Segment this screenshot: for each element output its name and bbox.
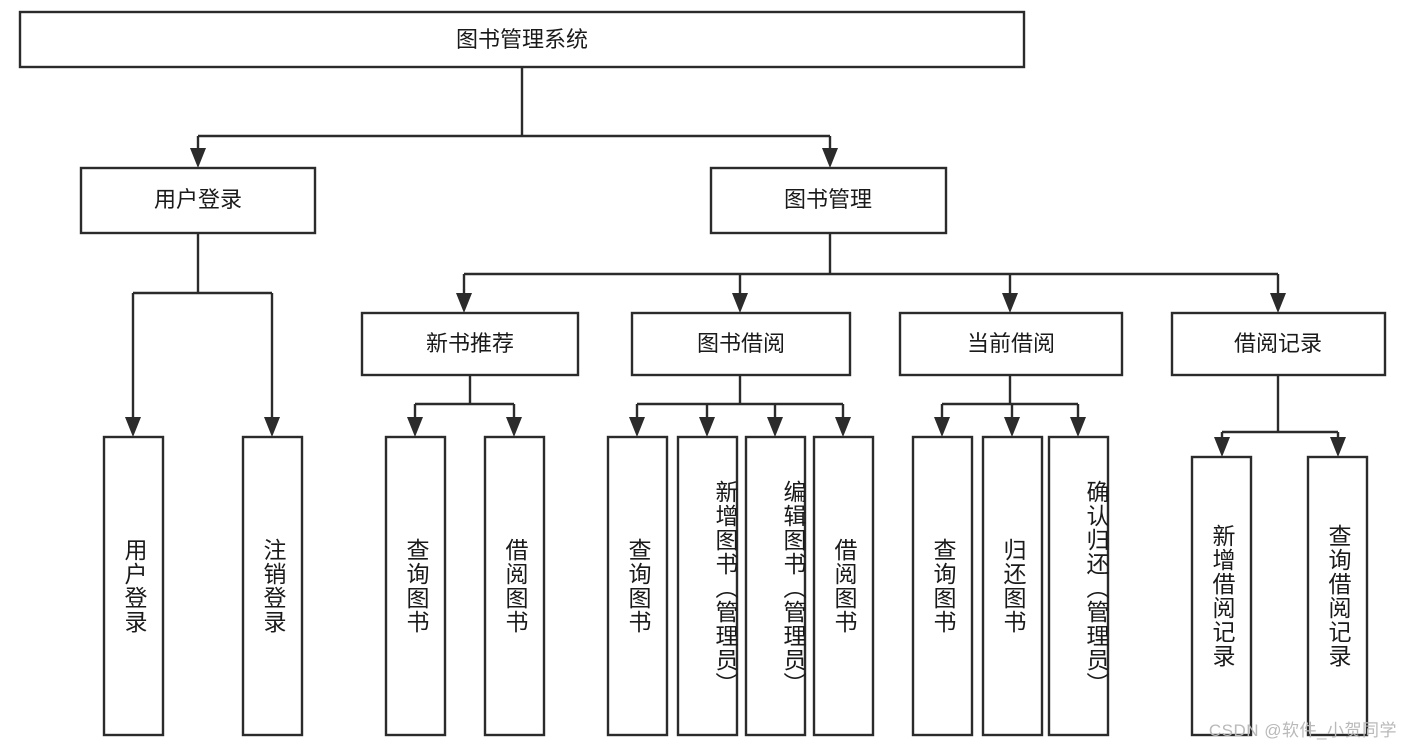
node-box-leaf-cb-1[interactable] bbox=[911, 435, 974, 737]
arrow-head-book-mgmt bbox=[822, 148, 838, 168]
node-box-leaf-br-1[interactable] bbox=[1190, 455, 1253, 737]
node-box-leaf-bb-4[interactable] bbox=[812, 435, 875, 737]
connector-group-user-login bbox=[125, 233, 280, 437]
node-box-leaf-cb-2[interactable] bbox=[981, 435, 1044, 737]
connector-group-book-borrow bbox=[629, 375, 851, 437]
node-box-leaf-user-login-1[interactable] bbox=[102, 435, 165, 737]
arrow-head-current-borrow bbox=[1002, 293, 1018, 313]
node-box-user-login[interactable] bbox=[79, 166, 317, 235]
connector-group-book-mgmt bbox=[456, 233, 1286, 313]
node-box-leaf-user-login-2[interactable] bbox=[241, 435, 304, 737]
arrow-head-user-login bbox=[190, 148, 206, 168]
node-box-new-book-recommend[interactable] bbox=[360, 311, 580, 377]
arrow-head-bb-leaf4 bbox=[835, 417, 851, 437]
node-box-book-mgmt[interactable] bbox=[709, 166, 948, 235]
arrow-head-cb-leaf3 bbox=[1070, 417, 1086, 437]
node-box-leaf-br-2[interactable] bbox=[1306, 455, 1369, 737]
node-box-leaf-nbr-1[interactable] bbox=[384, 435, 447, 737]
node-label-root: 图书管理系统 bbox=[456, 27, 588, 52]
node-box-root[interactable] bbox=[18, 10, 1026, 69]
connector-group-current-borrow bbox=[934, 375, 1086, 437]
node-label-new-book-recommend: 新书推荐 bbox=[426, 331, 514, 356]
node-box-leaf-bb-3[interactable] bbox=[744, 435, 807, 737]
arrow-head-book-borrow bbox=[732, 293, 748, 313]
node-box-borrow-record[interactable] bbox=[1170, 311, 1387, 377]
watermark-text: CSDN @软件_小贺同学 bbox=[1208, 721, 1397, 740]
arrow-head-bb-leaf2 bbox=[699, 417, 715, 437]
arrow-head-br-leaf2 bbox=[1330, 437, 1346, 457]
node-box-leaf-bb-2[interactable] bbox=[676, 435, 739, 737]
node-label-user-login: 用户登录 bbox=[154, 187, 242, 212]
arrow-head-bb-leaf3 bbox=[767, 417, 783, 437]
arrow-head-nbr-leaf1 bbox=[407, 417, 423, 437]
node-label-borrow-record: 借阅记录 bbox=[1234, 331, 1322, 356]
connector-group-root bbox=[190, 67, 838, 168]
connector-group-borrow-record bbox=[1214, 375, 1346, 457]
arrow-head-bb-leaf1 bbox=[629, 417, 645, 437]
node-box-book-borrow[interactable] bbox=[630, 311, 852, 377]
arrow-head-cb-leaf2 bbox=[1004, 417, 1020, 437]
node-label-current-borrow: 当前借阅 bbox=[967, 331, 1055, 356]
connector-group-new-book-recommend bbox=[407, 375, 522, 437]
node-label-book-borrow: 图书借阅 bbox=[697, 331, 785, 356]
arrow-head-nbr-leaf2 bbox=[506, 417, 522, 437]
arrow-head-cb-leaf1 bbox=[934, 417, 950, 437]
node-box-current-borrow[interactable] bbox=[898, 311, 1124, 377]
arrow-head-borrow-record bbox=[1270, 293, 1286, 313]
node-box-leaf-cb-3[interactable] bbox=[1047, 435, 1110, 737]
node-label-book-mgmt: 图书管理 bbox=[784, 187, 872, 212]
arrow-head-br-leaf1 bbox=[1214, 437, 1230, 457]
arrow-head-user-login-leaf2 bbox=[264, 417, 280, 437]
arrow-head-new-book-recommend bbox=[456, 293, 472, 313]
node-box-leaf-nbr-2[interactable] bbox=[483, 435, 546, 737]
arrow-head-user-login-leaf1 bbox=[125, 417, 141, 437]
node-box-leaf-bb-1[interactable] bbox=[606, 435, 669, 737]
